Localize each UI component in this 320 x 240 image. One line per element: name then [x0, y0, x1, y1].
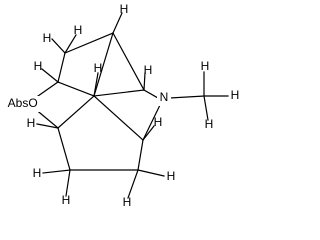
bond-c1-c3 [57, 52, 66, 83]
bond-h-c6 [36, 123, 59, 129]
hydrogen-atom-label: H [167, 169, 176, 183]
bond-c4-c7 [93, 95, 144, 141]
bond-c2-c4 [93, 32, 114, 97]
bond-c5-c4 [93, 89, 145, 97]
hydrogen-atom-label: H [201, 59, 210, 73]
bond-c5-n [143, 89, 159, 99]
hydrogen-atom-label: H [27, 116, 36, 130]
atom-labels: Abs O N [4, 90, 171, 112]
bond-h-c9-b [127, 169, 139, 199]
skeleton-bonds [27, 32, 205, 171]
bond-h-c7 [142, 125, 155, 141]
bond-c6-c4 [57, 95, 95, 129]
hydrogen-atom-label: H [74, 23, 83, 37]
nitrogen-atom-label: N [160, 90, 169, 104]
hydrogen-bonds [36, 12, 229, 199]
hydrogen-atom-label: H [33, 166, 42, 180]
hydrogen-atom-label: H [123, 195, 132, 209]
bond-h-c5 [143, 72, 146, 91]
hydrogen-atom-label: H [154, 115, 163, 129]
bond-n-methyl [169, 95, 205, 99]
hydrogen-atom-label: H [231, 88, 240, 102]
molecule-structure-diagram: Abs O N H H H H H H H H H H H H H H H [4, 2, 240, 209]
bond-c7-n [142, 104, 161, 141]
hydrogen-atom-label: H [43, 31, 52, 45]
bond-c3-c4 [57, 81, 95, 97]
abs-label: Abs [8, 96, 29, 110]
hydrogen-atom-label: H [144, 63, 153, 77]
bond-h-c2 [112, 12, 123, 34]
bond-c6-c8 [57, 127, 71, 171]
hydrogen-atom-label: H [205, 117, 214, 131]
bond-h-c9-a [137, 169, 165, 177]
bond-h-c8-a [42, 169, 71, 174]
hydrogen-atom-label: H [34, 59, 43, 73]
bond-h-c8-b [65, 169, 71, 197]
hydrogen-atom-label: H [120, 2, 129, 16]
oxygen-atom-label: O [28, 96, 37, 110]
bond-h-c1-a [51, 38, 66, 54]
hydrogen-labels: H H H H H H H H H H H H H H H [27, 2, 240, 209]
bond-c9-c7 [137, 139, 144, 171]
hydrogen-atom-label: H [62, 193, 71, 207]
hydrogen-atom-label: H [94, 61, 103, 75]
bond-h-methyl-bottom [203, 95, 209, 121]
bond-c2-c5 [112, 32, 145, 91]
bond-c1-c2 [64, 32, 114, 54]
bond-h-c1-b [64, 34, 77, 54]
bond-h-c3 [41, 68, 59, 83]
bond-h-c4 [93, 72, 99, 97]
